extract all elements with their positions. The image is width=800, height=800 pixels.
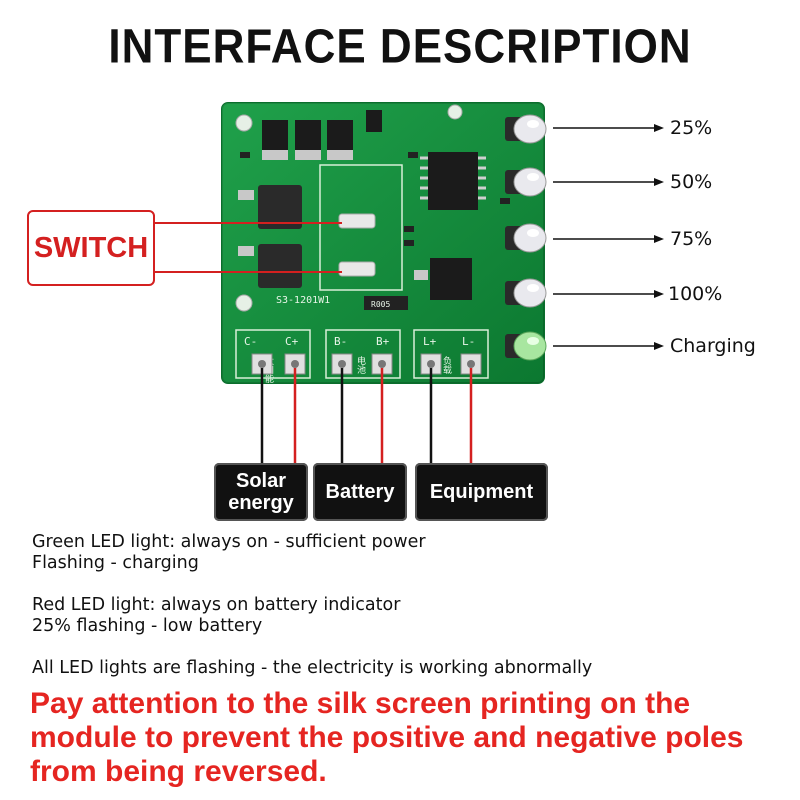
terminal-wires	[260, 368, 473, 463]
board-model: S3-1201W1	[276, 295, 330, 306]
pin-l-plus: L+	[423, 335, 437, 348]
led-75-icon	[505, 223, 547, 253]
battery-terminal-label: Battery	[313, 463, 407, 521]
page-title: INTERFACE DESCRIPTION	[108, 19, 692, 74]
pin-l-minus: L-	[462, 335, 475, 348]
pin-c-plus: C+	[285, 335, 299, 348]
switch-pointer-lines	[155, 222, 342, 273]
led-25-icon	[505, 114, 547, 144]
led-label-25: 25%	[670, 117, 713, 139]
battery-cn-label: 电池	[355, 355, 366, 374]
note-all: All LED lights are flashing - the electr…	[32, 658, 593, 678]
pcb-board: R005 S3-1201W1 C- C+ B- B+ L+ L- 太阳能 电池 …	[221, 102, 545, 384]
led-charging-icon	[505, 331, 547, 361]
led-label-100: 100%	[668, 283, 723, 305]
note-green-1: Green LED light: always on - sufficient …	[32, 532, 426, 552]
switch-callout: SWITCH	[27, 210, 155, 286]
note-green-2: Flashing - charging	[32, 553, 199, 573]
solar-terminal-label: Solar energy	[214, 463, 308, 521]
led-label-charging: Charging	[670, 335, 756, 357]
mosfet-row	[262, 110, 382, 160]
pin-c-minus: C-	[244, 335, 257, 348]
led-100-icon	[505, 278, 547, 308]
pin-b-plus: B+	[376, 335, 390, 348]
warning-text: Pay attention to the silk screen printin…	[30, 687, 744, 788]
led-label-50: 50%	[670, 171, 713, 193]
load-cn-label: 负载	[441, 355, 452, 375]
terminal-pads	[251, 353, 482, 375]
led-50-icon	[505, 167, 547, 197]
note-red-2: 25% flashing - low battery	[32, 616, 263, 636]
equipment-terminal-label: Equipment	[415, 463, 548, 521]
led-arrows	[553, 127, 654, 347]
note-red-1: Red LED light: always on battery indicat…	[32, 595, 401, 615]
resistor-label: R005	[371, 300, 390, 309]
pin-b-minus: B-	[334, 335, 347, 348]
led-label-75: 75%	[670, 228, 713, 250]
